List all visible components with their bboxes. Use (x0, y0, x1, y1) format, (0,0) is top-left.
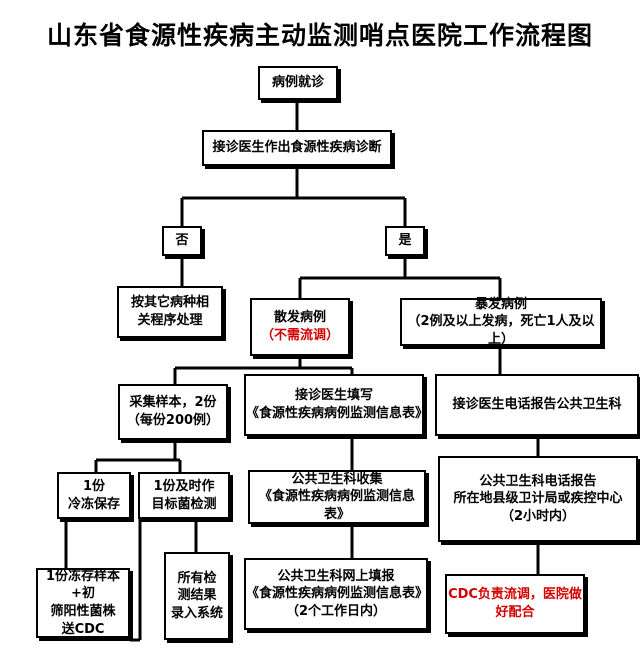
county-line-1: 公共卫生科电话报告 (479, 473, 597, 489)
collect-line-1: 公共卫生科收集 (291, 471, 383, 487)
fill-form-line-2: 《食源性疾病病例监测信息表》 (246, 406, 429, 421)
fill-form-line-1: 接诊医生填写 (294, 388, 373, 404)
sample-line-1: 采集样本，2份 (129, 395, 217, 411)
cdc-line-2: 好配合 (495, 605, 535, 620)
other-procedure-line-1: 按其它病种相 (130, 295, 209, 311)
other-procedure-box: 按其它病种相 关程序处理 (117, 286, 223, 338)
sporadic-case-box: 散发病例 （不需流调） (250, 298, 350, 356)
visit-label: 病例就诊 (271, 75, 324, 91)
sample-collection-box: 采集样本，2份 （每份200例） (118, 384, 228, 440)
diagnosis-label: 接诊医生作出食源性疾病诊断 (212, 140, 382, 156)
no-label: 否 (175, 233, 189, 249)
county-line-2: 所在地县级卫计局或疾控中心 (453, 491, 623, 507)
timely-line-1: 1份及时作 (153, 478, 215, 494)
outbreak-case-box: 暴发病例 （2例及以上发病，死亡1人及以上） (400, 296, 602, 347)
yes-box: 是 (385, 226, 425, 256)
online-line-1: 公共卫生科网上填报 (277, 568, 395, 584)
visit-box: 病例就诊 (258, 66, 338, 100)
record-results-box: 所有检 测结果 录入系统 (164, 552, 230, 640)
page-title: 山东省食源性疾病主动监测哨点医院工作流程图 (46, 21, 593, 50)
outbreak-note: （2例及以上发病，死亡1人及以上） (407, 314, 595, 347)
send-cdc-line-1: 1份冻存样本+初 (45, 568, 121, 602)
online-report-box: 公共卫生科网上填报 《食源性疾病病例监测信息表》 （2个工作日内） (244, 558, 428, 630)
other-procedure-line-2: 关程序处理 (137, 313, 203, 328)
county-line-3: （2小时内） (500, 508, 576, 524)
timely-line-2: 目标菌检测 (151, 496, 217, 512)
send-cdc-line-3: 送CDC (61, 621, 105, 637)
send-cdc-line-2: 筛阳性菌株 (50, 604, 116, 619)
record-line-2: 测结果 (177, 588, 217, 604)
record-line-3: 录入系统 (170, 605, 223, 621)
cdc-investigation-box: CDC负责流调，医院做 好配合 (445, 574, 585, 634)
cdc-line-1: CDC负责流调，医院做 (448, 587, 582, 603)
yes-label: 是 (398, 233, 412, 249)
outbreak-label: 暴发病例 (474, 296, 527, 312)
frozen-line-1: 1份 (82, 478, 106, 494)
sporadic-note: （不需流调） (260, 328, 339, 343)
no-box: 否 (162, 226, 202, 256)
sample-line-2: （每份200例） (126, 413, 220, 428)
sporadic-label: 散发病例 (273, 310, 326, 326)
phone-report-box: 接诊医生电话报告公共卫生科 (435, 374, 639, 436)
frozen-storage-box: 1份 冷冻保存 (57, 472, 131, 519)
county-report-box: 公共卫生科电话报告 所在地县级卫计局或疾控中心 （2小时内） (438, 456, 638, 542)
online-line-2: 《食源性疾病病例监测信息表》 (246, 586, 429, 602)
fill-form-box: 接诊医生填写 《食源性疾病病例监测信息表》 (244, 374, 429, 436)
timely-test-box: 1份及时作 目标菌检测 (138, 472, 230, 519)
send-cdc-box: 1份冻存样本+初 筛阳性菌株 送CDC (36, 568, 130, 638)
phone-report-label: 接诊医生电话报告公共卫生科 (452, 397, 622, 413)
collect-line-2: 《食源性疾病病例监测信息表》 (258, 489, 415, 522)
collect-form-box: 公共卫生科收集 《食源性疾病病例监测信息表》 (248, 470, 426, 524)
diagnosis-box: 接诊医生作出食源性疾病诊断 (202, 130, 392, 166)
online-line-3: （2个工作日内） (285, 603, 387, 619)
frozen-line-2: 冷冻保存 (67, 496, 120, 512)
record-line-1: 所有检 (177, 570, 217, 586)
